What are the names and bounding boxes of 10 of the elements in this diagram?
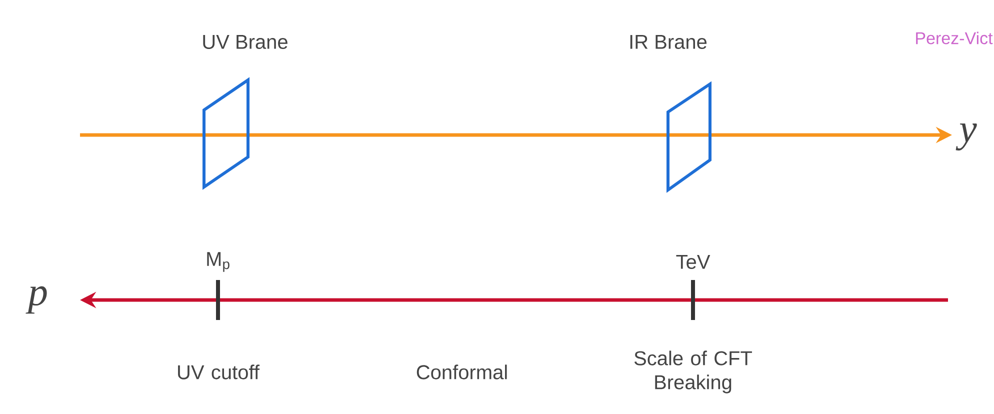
brane-label: UV Brane — [203, 35, 288, 49]
brane-label: IR Brane — [630, 35, 707, 49]
scale-label: M$_{p}$ — [207, 252, 230, 272]
region-label: Conformal — [416, 364, 507, 380]
axis-label: p — [26, 286, 47, 314]
tick-label: UV cutoff — [178, 364, 260, 380]
author-note: Perez-Vict — [916, 32, 993, 44]
scale-label: TeV — [676, 255, 710, 269]
axis-label: y — [956, 124, 977, 150]
tick-label: Scale of CFT Breaking — [634, 350, 752, 394]
